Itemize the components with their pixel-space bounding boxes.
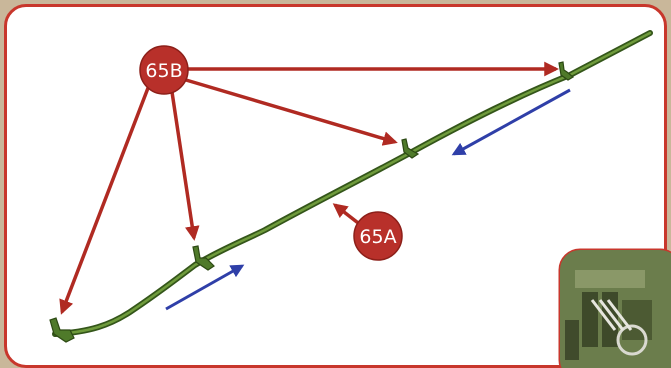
direction-arrow-icon <box>165 264 245 311</box>
pointer-arrow-icon <box>59 87 150 315</box>
callout-65a: 65A <box>353 211 403 261</box>
direction-arrow-icon <box>451 88 571 156</box>
pointer-arrow-icon <box>170 91 200 241</box>
callout-65b-label: 65B <box>145 60 182 82</box>
pointer-arrow-icon <box>185 78 398 146</box>
engine-inset-photo <box>558 248 671 368</box>
callout-65b: 65B <box>139 45 189 95</box>
mounting-clip-icon <box>49 317 75 343</box>
mounting-clip-icon <box>558 61 575 81</box>
callout-65a-label: 65A <box>359 226 396 248</box>
mounting-clip-icon <box>401 138 420 159</box>
mounting-clip-icon <box>192 245 215 271</box>
fuel-line-tube <box>52 30 653 337</box>
